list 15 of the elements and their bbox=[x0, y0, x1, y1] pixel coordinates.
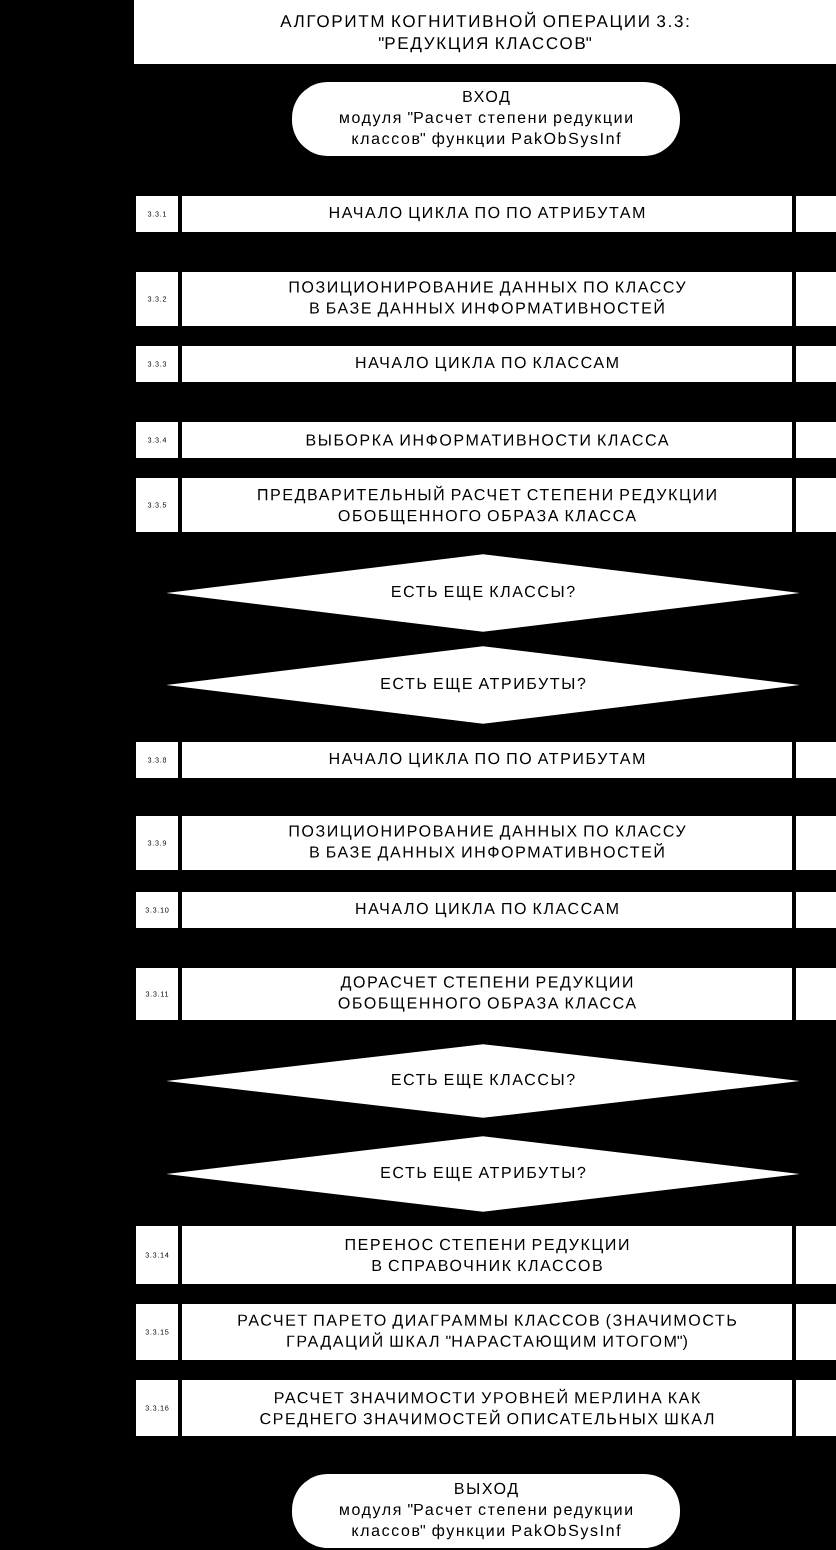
process-box: НАЧАЛО ЦИКЛА ПО КЛАССАМ bbox=[182, 346, 792, 382]
process-box: ДОРАСЧЕТ СТЕПЕНИ РЕДУКЦИИ ОБОБЩЕННОГО ОБРАЗА КЛАССА bbox=[182, 968, 792, 1020]
terminator-box: ВХОД модуля "Расчет степени редукции классов" функции PakObSysInf bbox=[292, 82, 680, 156]
process-box: РАСЧЕТ ЗНАЧИМОСТИ УРОВНЕЙ МЕРЛИНА КАК СРЕДНЕГО ЗНАЧИМОСТЕЙ ОПИСАТЕЛЬНЫХ ШКАЛ bbox=[182, 1380, 792, 1436]
process-box: НАЧАЛО ЦИКЛА ПО ПО АТРИБУТАМ bbox=[182, 196, 792, 232]
process-box: ПОЗИЦИОНИРОВАНИЕ ДАННЫХ ПО КЛАССУ В БАЗЕ ДАННЫХ ИНФОРМАТИВНОСТЕЙ bbox=[182, 272, 792, 326]
process-box: ВЫБОРКА ИНФОРМАТИВНОСТИ КЛАССА bbox=[182, 422, 792, 458]
heading-box: АЛГОРИТМ КОГНИТИВНОЙ ОПЕРАЦИИ 3.3: "РЕДУКЦИЯ КЛАССОВ" bbox=[134, 0, 836, 64]
terminator-box: ВЫХОД модуля "Расчет степени редукции классов" функции PakObSysInf bbox=[292, 1474, 680, 1548]
process-box: ПЕРЕНОС СТЕПЕНИ РЕДУКЦИИ В СПРАВОЧНИК КЛАССОВ bbox=[182, 1226, 792, 1284]
process-box: НАЧАЛО ЦИКЛА ПО ПО АТРИБУТАМ bbox=[182, 742, 792, 778]
process-box: ПОЗИЦИОНИРОВАНИЕ ДАННЫХ ПО КЛАССУ В БАЗЕ ДАННЫХ ИНФОРМАТИВНОСТЕЙ bbox=[182, 816, 792, 870]
process-box: НАЧАЛО ЦИКЛА ПО КЛАССАМ bbox=[182, 892, 792, 928]
process-box: РАСЧЕТ ПАРЕТО ДИАГРАММЫ КЛАССОВ (ЗНАЧИМОСТЬ ГРАДАЦИЙ ШКАЛ "НАРАСТАЮЩИМ ИТОГОМ") bbox=[182, 1304, 792, 1360]
process-box: ПРЕДВАРИТЕЛЬНЫЙ РАСЧЕТ СТЕПЕНИ РЕДУКЦИИ ОБОБЩЕННОГО ОБРАЗА КЛАССА bbox=[182, 478, 792, 532]
